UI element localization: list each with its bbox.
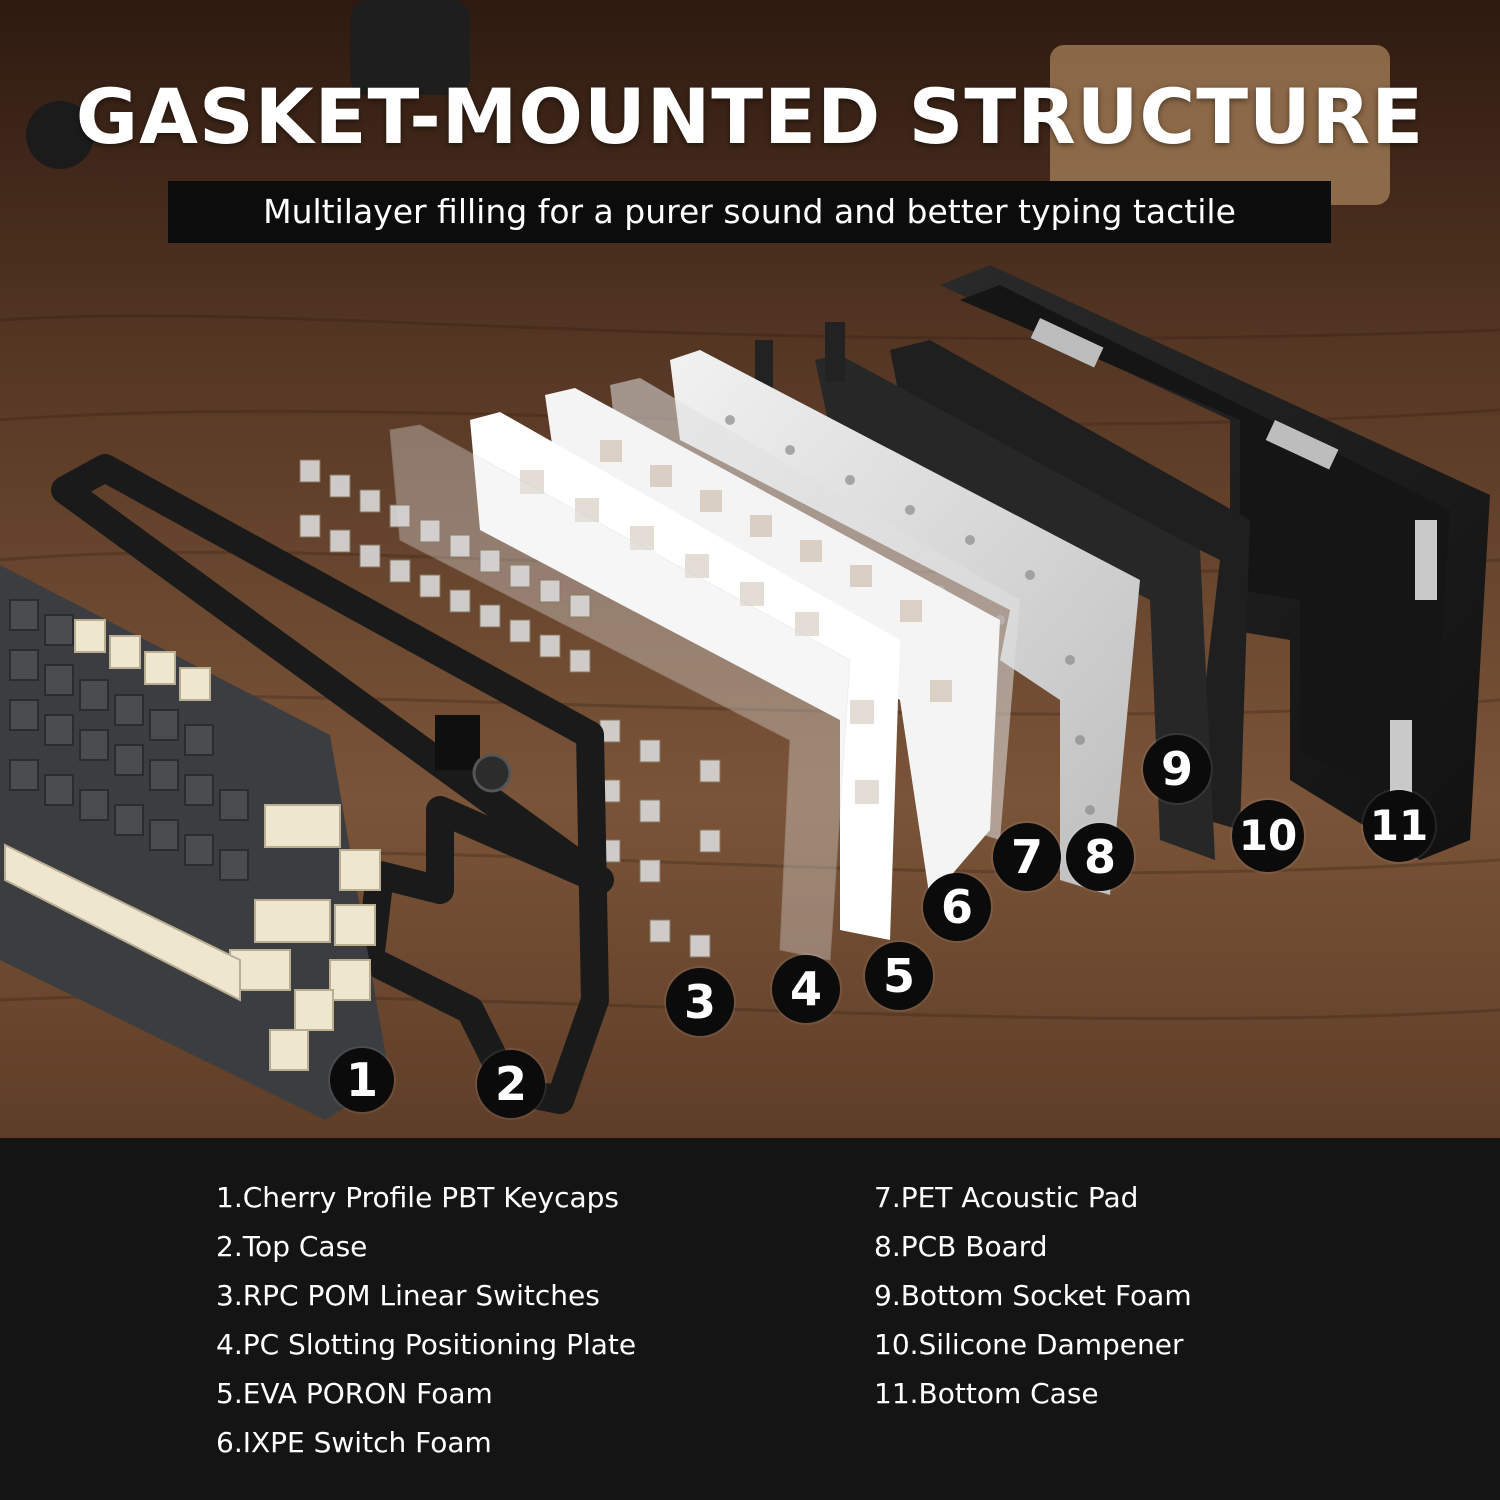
component-legend: 1.Cherry Profile PBT Keycaps 2.Top Case …: [0, 1138, 1500, 1500]
legend-item: 10.Silicone Dampener: [874, 1328, 1184, 1361]
callout-2: 2: [477, 1050, 545, 1118]
legend-item: 6.IXPE Switch Foam: [216, 1426, 492, 1459]
callout-3: 3: [666, 968, 734, 1036]
callout-4: 4: [772, 955, 840, 1023]
legend-item: 7.PET Acoustic Pad: [874, 1181, 1139, 1214]
subtitle-banner: Multilayer filling for a purer sound and…: [168, 181, 1331, 243]
legend-item: 2.Top Case: [216, 1230, 368, 1263]
ixpe-cutouts: [600, 440, 952, 702]
callout-7: 7: [993, 823, 1061, 891]
callout-9: 9: [1143, 735, 1211, 803]
callout-11: 11: [1363, 790, 1435, 862]
legend-column-right: 7.PET Acoustic Pad 8.PCB Board 9.Bottom …: [874, 1178, 1192, 1423]
layer-keycaps: [0, 565, 390, 1120]
legend-item: 3.RPC POM Linear Switches: [216, 1279, 600, 1312]
callout-10: 10: [1232, 800, 1304, 872]
desk-ball: [26, 101, 94, 169]
layer-bottom-socket-foam: [815, 355, 1215, 860]
eva-cutouts: [520, 470, 879, 804]
callout-8: 8: [1066, 823, 1134, 891]
callout-1: 1: [330, 1048, 394, 1112]
legend-item: 8.PCB Board: [874, 1230, 1048, 1263]
layer-silicone-dampener: [890, 340, 1250, 830]
layer-top-case: [51, 454, 614, 1114]
legend-item: 1.Cherry Profile PBT Keycaps: [216, 1181, 619, 1214]
subtitle: Multilayer filling for a purer sound and…: [263, 192, 1236, 231]
legend-item: 5.EVA PORON Foam: [216, 1377, 493, 1410]
legend-item: 9.Bottom Socket Foam: [874, 1279, 1192, 1312]
page-title: GASKET-MOUNTED STRUCTURE: [75, 72, 1425, 161]
legend-item: 4.PC Slotting Positioning Plate: [216, 1328, 637, 1361]
desk-box: [1050, 45, 1390, 205]
legend-item: 11.Bottom Case: [874, 1377, 1099, 1410]
exploded-keyboard-illustration: [0, 0, 1500, 1140]
callout-5: 5: [865, 942, 933, 1010]
layer-bottom-case: [940, 265, 1490, 860]
layer-linear-switches: [299, 459, 721, 958]
callout-6: 6: [923, 873, 991, 941]
legend-column-left: 1.Cherry Profile PBT Keycaps 2.Top Case …: [216, 1178, 636, 1472]
desk-ornament: [350, 0, 470, 95]
layer-eva-poron-foam: [470, 412, 900, 940]
